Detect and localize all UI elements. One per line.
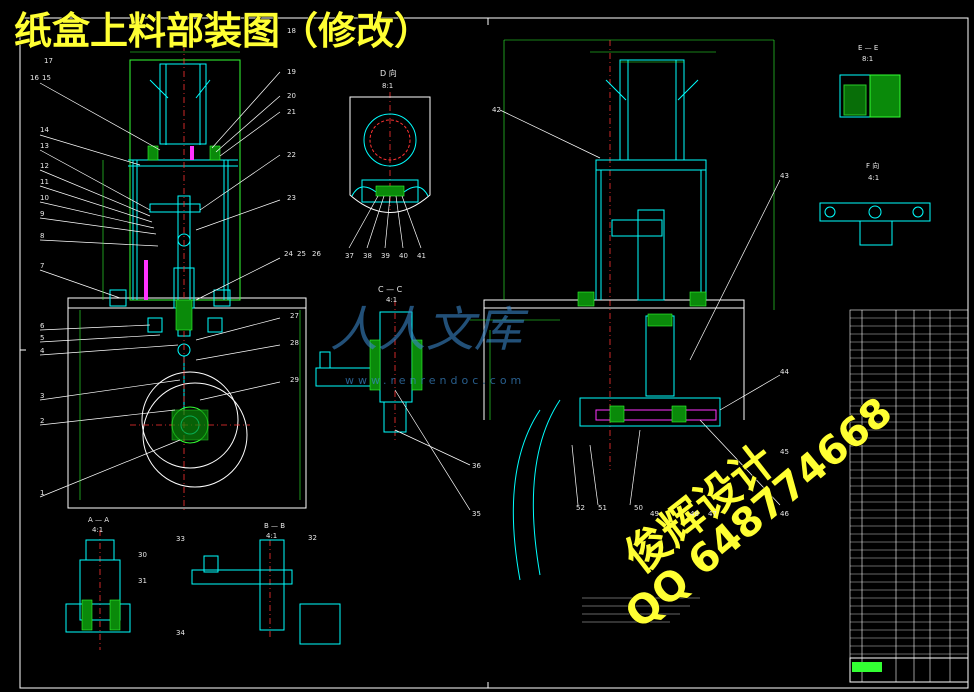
part-number-44: 44 <box>780 368 789 376</box>
drawing-title: 纸盒上料部装图（修改） <box>14 9 432 53</box>
magenta-markers <box>144 146 194 300</box>
part-number-1: 1 <box>40 489 44 497</box>
part-number-25: 25 <box>297 250 306 258</box>
part-number-11: 11 <box>40 178 49 186</box>
view-f-label: F 向 <box>866 161 879 170</box>
part-number-52: 52 <box>576 504 585 512</box>
view-a-label: A — A <box>88 516 109 524</box>
part-number-31: 31 <box>138 577 147 585</box>
part-number-12: 12 <box>40 162 49 170</box>
part-number-28: 28 <box>290 339 299 347</box>
part-number-15: 15 <box>42 74 51 82</box>
part-number-7: 7 <box>40 262 44 270</box>
view-d-scale: 8:1 <box>382 82 393 90</box>
hatched-parts-left <box>147 145 221 441</box>
view-f <box>819 202 931 246</box>
part-number-21: 21 <box>287 108 296 116</box>
part-number-34: 34 <box>176 629 185 637</box>
view-d <box>349 96 431 213</box>
watermark-url: www.renrendoc.com <box>345 374 525 387</box>
part-number-43: 43 <box>780 172 789 180</box>
view-e-label: E — E <box>858 44 878 52</box>
leader-lines-left <box>39 71 281 498</box>
part-number-42: 42 <box>492 106 501 114</box>
technical-notes <box>582 597 700 623</box>
part-number-5: 5 <box>40 334 44 342</box>
view-a <box>65 539 131 633</box>
part-number-45: 45 <box>780 448 789 456</box>
part-number-30: 30 <box>138 551 147 559</box>
part-number-3: 3 <box>40 392 44 400</box>
view-b-label: B — B <box>264 522 285 530</box>
part-number-4: 4 <box>40 347 45 355</box>
view-cc-label: C — C <box>378 285 403 294</box>
watermark-logo-text: 人人文库 <box>330 302 529 358</box>
part-number-9: 9 <box>40 210 44 218</box>
part-number-51: 51 <box>598 504 607 512</box>
view-a-scale: 4:1 <box>92 526 103 534</box>
part-number-18: 18 <box>287 27 296 35</box>
part-number-41: 41 <box>417 252 426 260</box>
part-number-46: 46 <box>780 510 789 518</box>
part-number-37: 37 <box>345 252 354 260</box>
part-number-24: 24 <box>284 250 293 258</box>
view-e <box>839 74 901 118</box>
part-number-2: 2 <box>40 417 44 425</box>
part-number-26: 26 <box>312 250 321 258</box>
view-f-scale: 4:1 <box>868 174 879 182</box>
part-number-16: 16 <box>30 74 39 82</box>
part-number-8: 8 <box>40 232 44 240</box>
part-number-39: 39 <box>381 252 390 260</box>
view-cc-scale: 4:1 <box>386 296 397 304</box>
part-number-10: 10 <box>40 194 49 202</box>
main-view-right <box>483 59 745 581</box>
part-number-32: 32 <box>308 534 317 542</box>
part-number-50: 50 <box>634 504 643 512</box>
part-number-33: 33 <box>176 535 185 543</box>
part-number-17: 17 <box>44 57 53 65</box>
part-number-38: 38 <box>363 252 372 260</box>
part-number-13: 13 <box>40 142 49 150</box>
part-number-48: 48 <box>690 510 699 518</box>
part-number-49: 49 <box>650 510 659 518</box>
parts-list-table <box>849 309 969 683</box>
view-b <box>191 539 341 645</box>
dimension-lines-right <box>470 39 775 420</box>
part-number-36: 36 <box>472 462 481 470</box>
part-number-23: 23 <box>287 194 296 202</box>
part-number-14: 14 <box>40 126 49 134</box>
part-number-27: 27 <box>290 312 299 320</box>
part-number-6: 6 <box>40 322 45 330</box>
view-d-label: D 向 <box>380 68 397 78</box>
part-number-35: 35 <box>472 510 481 518</box>
part-number-40: 40 <box>399 252 408 260</box>
part-number-19: 19 <box>287 68 296 76</box>
view-b-scale: 4:1 <box>266 532 277 540</box>
part-number-20: 20 <box>287 92 296 100</box>
part-number-22: 22 <box>287 151 296 159</box>
part-number-29: 29 <box>290 376 299 384</box>
view-e-scale: 8:1 <box>862 55 873 63</box>
part-number-47: 47 <box>708 510 717 518</box>
